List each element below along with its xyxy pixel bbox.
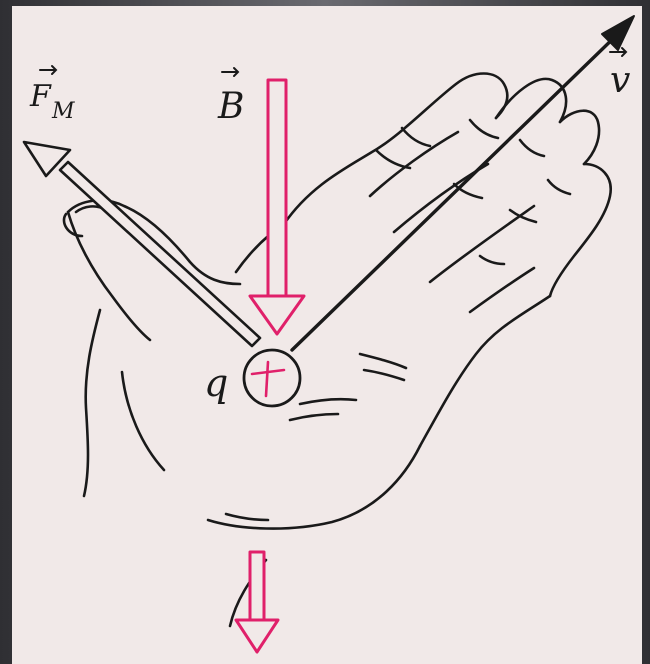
charge-circle — [244, 350, 300, 406]
field-lower-shaft — [250, 552, 264, 622]
charge-label: q — [204, 361, 228, 405]
force-label: F — [29, 79, 52, 114]
charge — [244, 350, 300, 406]
field-upper-shaft — [268, 80, 286, 296]
force-label-subscript: M — [51, 99, 75, 124]
field-label: B — [217, 86, 244, 127]
paper-panel — [12, 6, 642, 664]
velocity-label: v — [610, 60, 630, 101]
